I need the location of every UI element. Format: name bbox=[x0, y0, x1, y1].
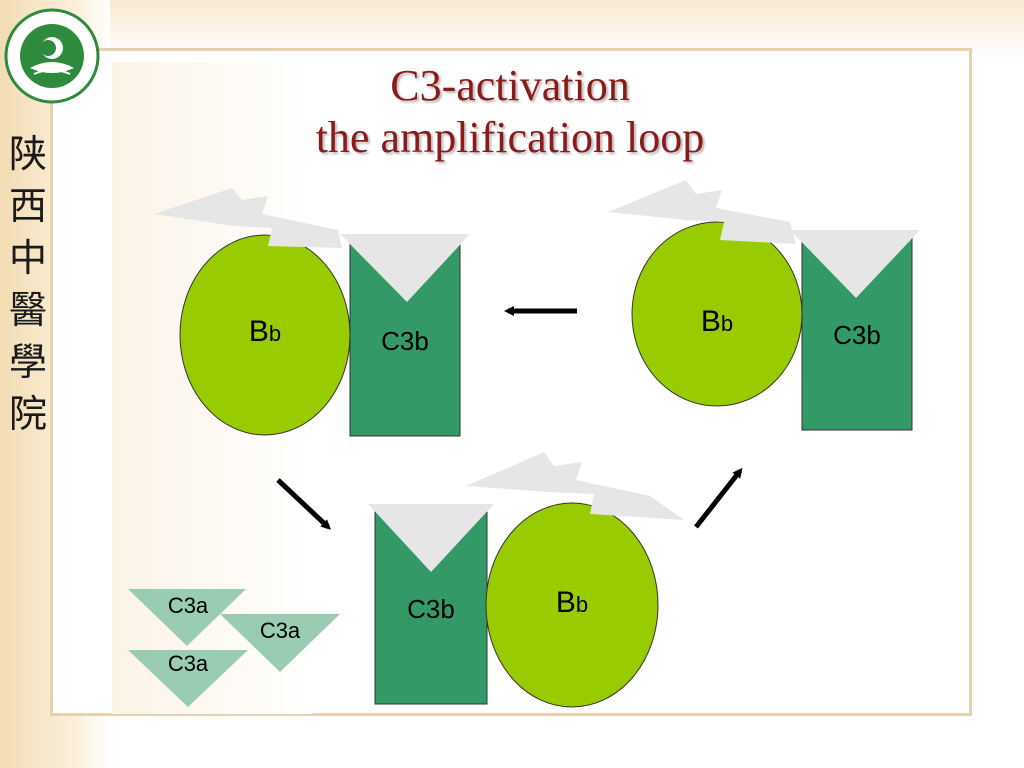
sidebar-char: 學 bbox=[8, 340, 47, 384]
slide-title-line-2: the amplification loop bbox=[315, 113, 705, 162]
c3a-label: C3a bbox=[168, 651, 209, 676]
sidebar-char: 中 bbox=[8, 236, 47, 280]
university-seal-logo bbox=[4, 8, 100, 104]
c3a-label: C3a bbox=[168, 593, 209, 618]
sidebar-vertical-title: 陕 西 中 醫 學 院 bbox=[6, 128, 50, 440]
complex-top-right: Bb C3b bbox=[608, 180, 920, 431]
slide-title: C3-activation the amplification loop bbox=[150, 60, 870, 164]
c3b-label: C3b bbox=[407, 594, 455, 624]
c3a-label: C3a bbox=[260, 618, 301, 643]
slide-title-line-1: C3-activation bbox=[390, 61, 630, 110]
c3a-fragment: C3a bbox=[128, 589, 246, 646]
sidebar-char: 西 bbox=[8, 184, 47, 228]
c3b-notch bbox=[340, 234, 470, 302]
complex-bottom: Bb C3b bbox=[368, 452, 684, 708]
arrow-up-right-icon bbox=[694, 467, 743, 529]
lightning-bolt-icon bbox=[608, 180, 796, 244]
bb-label: Bb bbox=[701, 305, 733, 338]
lightning-bolt-icon bbox=[466, 452, 684, 520]
sidebar-char: 醫 bbox=[8, 288, 47, 332]
c3b-label: C3b bbox=[381, 326, 429, 356]
c3a-fragment: C3a bbox=[128, 650, 248, 707]
c3a-triangle bbox=[128, 589, 246, 646]
sidebar-char: 院 bbox=[8, 392, 47, 436]
sidebar-char: 陕 bbox=[8, 132, 47, 176]
c3b-label: C3b bbox=[833, 320, 881, 350]
bb-ellipse bbox=[485, 502, 659, 708]
c3a-fragment: C3a bbox=[220, 614, 340, 672]
arrow-down-right-icon bbox=[276, 478, 331, 530]
c3b-notch bbox=[790, 230, 920, 298]
lightning-bolt-icon bbox=[154, 188, 342, 248]
bb-label: Bb bbox=[249, 315, 281, 348]
complex-top-left: Bb C3b bbox=[154, 188, 470, 437]
c3a-triangle bbox=[220, 614, 340, 672]
c3b-notch bbox=[368, 504, 494, 572]
bb-label: Bb bbox=[556, 586, 588, 619]
c3a-triangle bbox=[128, 650, 248, 707]
